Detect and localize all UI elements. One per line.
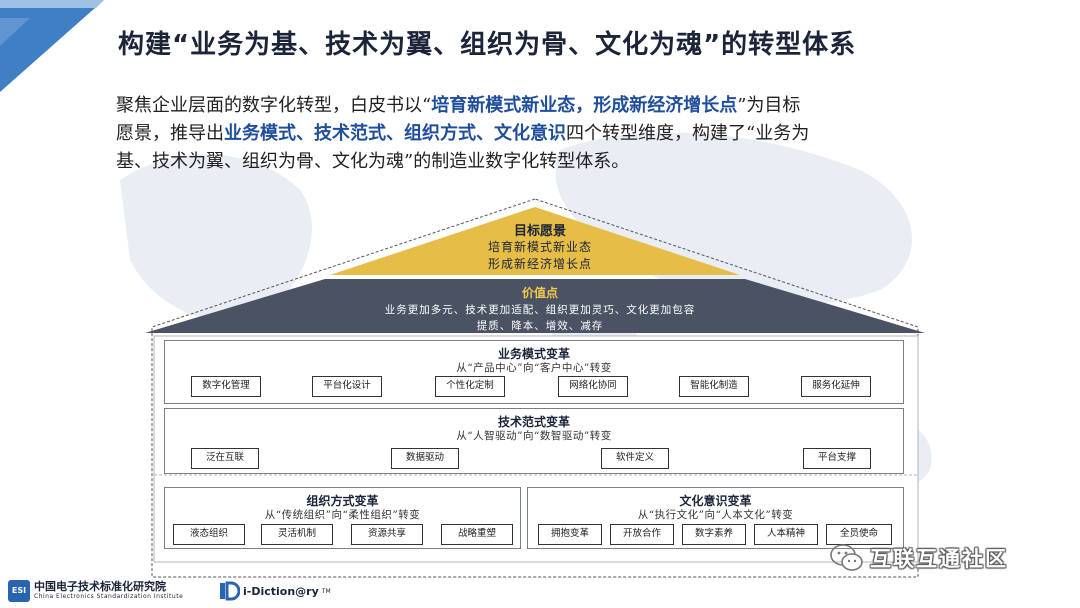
section-title: 组织方式变革: [306, 494, 379, 508]
section-subtitle: 从“执行文化”向“人本文化”转变: [637, 509, 794, 521]
idictionary-logo: i-Diction@ry TM: [218, 580, 331, 602]
section-title: 技术范式变革: [497, 415, 570, 429]
page-title: 构建“业务为基、技术为翼、组织为骨、文化为魂”的转型体系: [118, 30, 857, 60]
culture-section: 文化意识变革 从“执行文化”向“人本文化”转变 拥抱变革 开放合作 数字素养 人…: [527, 487, 904, 549]
section-subtitle: 从“产品中心”向“客户中心”转变: [456, 362, 612, 374]
intro-text: 基、技术为翼、组织为骨、文化为魂”的制造业数字化转型体系。: [116, 151, 630, 172]
value-title: 价值点: [521, 286, 558, 300]
tag-resource-sharing: 资源共享: [351, 524, 423, 545]
intro-text: 聚焦企业层面的数字化转型，白皮书以“: [116, 95, 432, 116]
idictionary-name: i-Diction@ry: [243, 584, 319, 598]
value-line: 业务更加多元、技术更加适配、组织更加灵巧、文化更加包容: [384, 304, 696, 316]
wechat-icon: [830, 544, 863, 571]
tag-liquid-organization: 液态组织: [173, 524, 245, 545]
tag-collective-mission: 全员使命: [826, 524, 892, 545]
section-subtitle: 从“传统组织”向“柔性组织”转变: [264, 509, 421, 521]
wechat-watermark: 互联互通社区: [830, 543, 1008, 573]
tag-personalized-customization: 个性化定制: [435, 376, 505, 397]
tag-platform-support: 平台支撑: [803, 448, 871, 469]
house-dashed-outline: [151, 198, 919, 578]
corner-decoration: [0, 0, 104, 92]
trademark: TM: [321, 587, 331, 595]
tag-flexible-mechanism: 灵活机制: [261, 524, 333, 545]
technology-paradigm-section: 技术范式变革 从“人智驱动”向“数智驱动”转变 泛在互联 数据驱动 软件定义 平…: [164, 408, 904, 474]
tag-software-defined: 软件定义: [601, 448, 669, 469]
esi-logo: ESI 中国电子技术标准化研究院 China Electronics Stand…: [8, 580, 183, 602]
goal-line: 形成新经济增长点: [487, 257, 592, 271]
tag-service-extension: 服务化延伸: [801, 376, 871, 397]
tag-data-driven: 数据驱动: [391, 448, 459, 469]
value-roof: [145, 279, 925, 333]
goal-title: 目标愿景: [513, 224, 566, 239]
tag-strategy-reshaping: 战略重塑: [441, 524, 513, 545]
intro-highlight-goal: 培育新模式新业态，形成新经济增长点: [431, 95, 738, 116]
intro-text: 愿景，推导出: [116, 123, 224, 144]
business-model-section: 业务模式变革 从“产品中心”向“客户中心”转变 数字化管理 平台化设计 个性化定…: [164, 340, 904, 404]
idictionary-mark-icon: [220, 581, 240, 601]
tag-platform-design: 平台化设计: [312, 376, 382, 397]
tag-embrace-change: 拥抱变革: [538, 524, 602, 545]
esi-name-en: China Electronics Standardization Instit…: [34, 593, 184, 600]
intro-text: 四个转型维度，构建了“业务为: [566, 123, 810, 144]
section-subtitle: 从“人智驱动”向“数智驱动”转变: [456, 430, 612, 442]
goal-roof: [330, 207, 740, 275]
tag-ubiquitous-connectivity: 泛在互联: [191, 448, 259, 469]
section-title: 文化意识变革: [679, 494, 752, 508]
tag-open-cooperation: 开放合作: [610, 524, 674, 545]
section-title: 业务模式变革: [497, 347, 570, 361]
tag-network-collaboration: 网络化协同: [558, 376, 628, 397]
intro-highlight-dimensions: 业务模式、技术范式、组织方式、文化意识: [224, 123, 566, 144]
tag-digital-management: 数字化管理: [191, 376, 261, 397]
intro-text: ”为目标: [737, 95, 801, 116]
tag-intelligent-manufacturing: 智能化制造: [679, 376, 749, 397]
value-line: 提质、降本、增效、减存: [476, 320, 604, 332]
goal-line: 培育新模式新业态: [487, 240, 592, 254]
tag-digital-literacy: 数字素养: [682, 524, 746, 545]
esi-badge-icon: ESI: [8, 580, 30, 602]
esi-name-cn: 中国电子技术标准化研究院: [34, 580, 166, 593]
intro-paragraph: 聚焦企业层面的数字化转型，白皮书以“培育新模式新业态，形成新经济增长点”为目标 …: [116, 92, 1006, 176]
organization-section: 组织方式变革 从“传统组织”向“柔性组织”转变 液态组织 灵活机制 资源共享 战…: [164, 487, 521, 549]
watermark-text: 互联互通社区: [870, 547, 1008, 571]
tag-humanistic-spirit: 人本精神: [754, 524, 818, 545]
